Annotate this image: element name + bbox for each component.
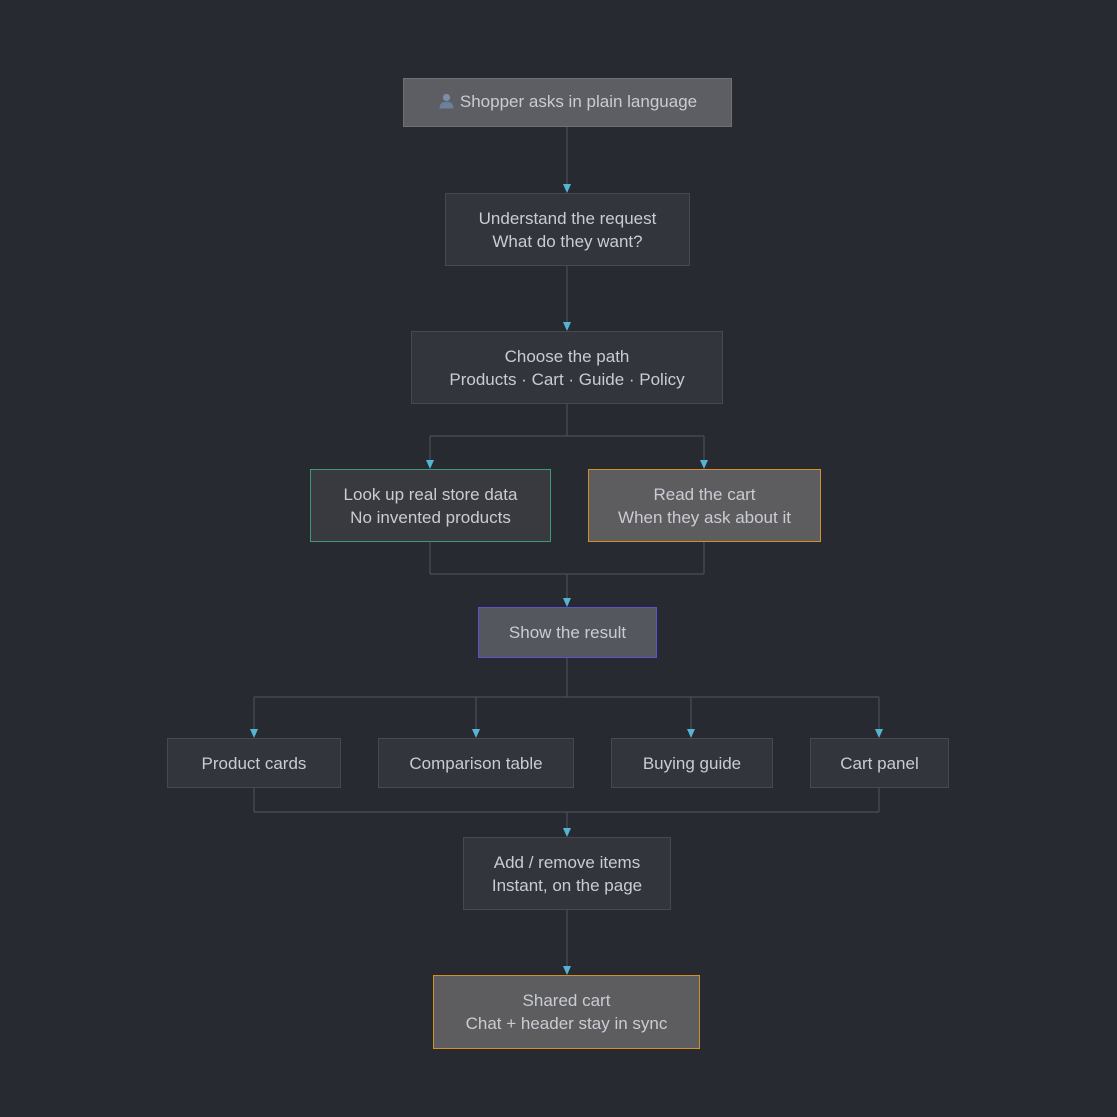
node-choose-path: Choose the path Products · Cart · Guide … bbox=[411, 331, 723, 404]
node-buying-guide: Buying guide bbox=[611, 738, 773, 788]
node-label: Understand the request bbox=[478, 208, 657, 228]
arrowhead bbox=[563, 598, 571, 607]
node-read-cart: Read the cart When they ask about it bbox=[588, 469, 821, 542]
node-label: Buying guide bbox=[642, 753, 742, 773]
node-label: Read the cart bbox=[653, 484, 756, 504]
node-sublabel: No invented products bbox=[350, 507, 511, 527]
node-label: Choose the path bbox=[504, 346, 630, 366]
arrowhead bbox=[563, 184, 571, 193]
edge-show-outputs bbox=[253, 658, 880, 731]
arrowhead bbox=[426, 460, 434, 469]
node-comparison-table: Comparison table bbox=[378, 738, 574, 788]
node-sublabel: Instant, on the page bbox=[491, 875, 643, 895]
arrowhead bbox=[700, 460, 708, 469]
arrowhead bbox=[563, 322, 571, 331]
node-product-cards: Product cards bbox=[167, 738, 341, 788]
node-label: Show the result bbox=[508, 623, 627, 642]
node-sublabel: What do they want? bbox=[492, 231, 643, 251]
arrowhead bbox=[250, 729, 258, 738]
node-shared-cart: Shared cart Chat + header stay in sync bbox=[433, 975, 700, 1049]
node-cart-panel: Cart panel bbox=[810, 738, 949, 788]
node-label: Product cards bbox=[201, 753, 307, 773]
node-label: Add / remove items bbox=[493, 852, 641, 872]
node-lookup-store-data: Look up real store data No invented prod… bbox=[310, 469, 551, 542]
node-sublabel: Products · Cart · Guide · Policy bbox=[449, 369, 685, 389]
node-sublabel: Chat + header stay in sync bbox=[465, 1014, 668, 1033]
arrowhead bbox=[472, 729, 480, 738]
node-understand-request: Understand the request What do they want… bbox=[445, 193, 690, 266]
node-label: Look up real store data bbox=[343, 484, 518, 504]
node-show-result: Show the result bbox=[478, 607, 657, 658]
arrowhead bbox=[563, 966, 571, 975]
arrowhead bbox=[687, 729, 695, 738]
edge-outputs-merge bbox=[253, 788, 880, 830]
person-icon bbox=[438, 92, 455, 115]
node-label: Cart panel bbox=[840, 753, 919, 773]
edge-merge-show bbox=[429, 542, 705, 600]
node-shopper-asks: Shopper asks in plain language bbox=[403, 78, 732, 127]
node-label: Shared cart bbox=[522, 991, 611, 1010]
node-add-remove-items: Add / remove items Instant, on the page bbox=[463, 837, 671, 910]
edge-choose-branch bbox=[429, 404, 705, 462]
node-label: Comparison table bbox=[409, 753, 543, 773]
node-sublabel: When they ask about it bbox=[618, 507, 791, 527]
arrowhead bbox=[563, 828, 571, 837]
node-label: Shopper asks in plain language bbox=[459, 92, 698, 111]
arrowhead bbox=[875, 729, 883, 738]
